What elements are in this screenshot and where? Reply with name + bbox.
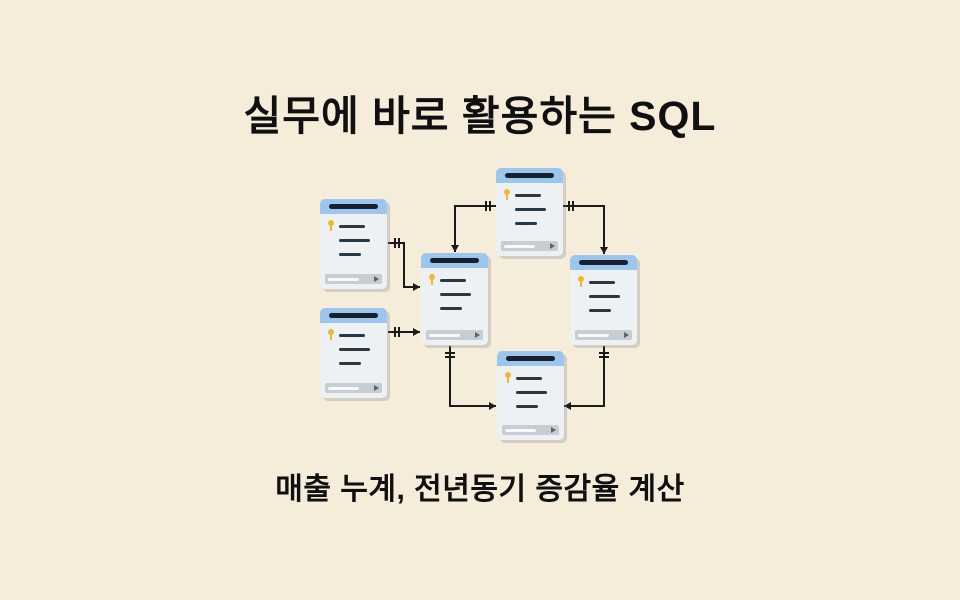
table-fields — [320, 214, 387, 260]
table-card — [496, 168, 563, 256]
page-subtitle: 매출 누계, 전년동기 증감율 계산 — [275, 473, 685, 506]
table-fields — [497, 366, 564, 412]
footer-line — [429, 333, 460, 337]
table-footer — [502, 425, 559, 435]
table-title-bar — [505, 173, 554, 178]
table-card — [570, 255, 637, 345]
table-card — [320, 308, 387, 398]
field-line — [516, 390, 547, 394]
field-line — [339, 238, 370, 242]
field-line — [516, 376, 542, 380]
key-icon — [578, 276, 585, 288]
page-title: 실무에 바로 활용하는 SQL — [243, 93, 717, 139]
field-line — [440, 306, 462, 310]
primary-key-row — [504, 189, 555, 201]
field-line — [339, 224, 365, 228]
field-line — [515, 207, 546, 211]
table-footer — [325, 383, 382, 393]
key-icon — [328, 329, 335, 341]
field-row — [504, 203, 555, 215]
table-card — [320, 199, 387, 289]
play-arrow-icon — [475, 332, 480, 338]
primary-key-row — [578, 276, 629, 288]
table-header — [497, 351, 564, 366]
key-icon — [328, 220, 335, 232]
table-footer — [325, 274, 382, 284]
footer-line — [504, 244, 535, 248]
field-row — [578, 304, 629, 316]
primary-key-row — [429, 274, 480, 286]
field-line — [515, 193, 541, 197]
table-title-bar — [430, 258, 479, 263]
table-fields — [570, 270, 637, 316]
primary-key-row — [505, 372, 556, 384]
field-row — [328, 343, 379, 355]
table-title-bar — [329, 313, 378, 318]
field-row — [328, 357, 379, 369]
field-row — [505, 400, 556, 412]
table-card — [421, 253, 488, 345]
field-row — [328, 248, 379, 260]
table-footer — [501, 241, 558, 251]
table-title-bar — [579, 260, 628, 265]
field-line — [515, 221, 537, 225]
field-line — [339, 252, 361, 256]
field-row — [328, 234, 379, 246]
table-card — [497, 351, 564, 440]
field-line — [589, 280, 615, 284]
field-row — [505, 386, 556, 398]
play-arrow-icon — [374, 276, 379, 282]
field-row — [504, 217, 555, 229]
key-icon — [505, 372, 512, 384]
table-header — [496, 168, 563, 183]
primary-key-row — [328, 329, 379, 341]
table-fields — [496, 183, 563, 229]
field-line — [339, 361, 361, 365]
key-icon — [504, 189, 511, 201]
table-fields — [421, 268, 488, 314]
field-row — [429, 288, 480, 300]
field-line — [589, 294, 620, 298]
play-arrow-icon — [551, 427, 556, 433]
footer-line — [328, 277, 359, 281]
field-line — [440, 278, 466, 282]
play-arrow-icon — [624, 332, 629, 338]
footer-line — [328, 386, 359, 390]
field-row — [429, 302, 480, 314]
table-title-bar — [329, 204, 378, 209]
play-arrow-icon — [374, 385, 379, 391]
key-icon — [429, 274, 436, 286]
table-title-bar — [506, 356, 555, 361]
field-line — [516, 404, 538, 408]
field-line — [339, 333, 365, 337]
table-header — [570, 255, 637, 270]
table-footer — [575, 330, 632, 340]
table-header — [320, 199, 387, 214]
table-fields — [320, 323, 387, 369]
table-header — [320, 308, 387, 323]
footer-line — [578, 333, 609, 337]
table-footer — [426, 330, 483, 340]
field-line — [339, 347, 370, 351]
field-line — [589, 308, 611, 312]
footer-line — [505, 428, 536, 432]
field-line — [440, 292, 471, 296]
field-row — [578, 290, 629, 302]
primary-key-row — [328, 220, 379, 232]
play-arrow-icon — [550, 243, 555, 249]
table-header — [421, 253, 488, 268]
